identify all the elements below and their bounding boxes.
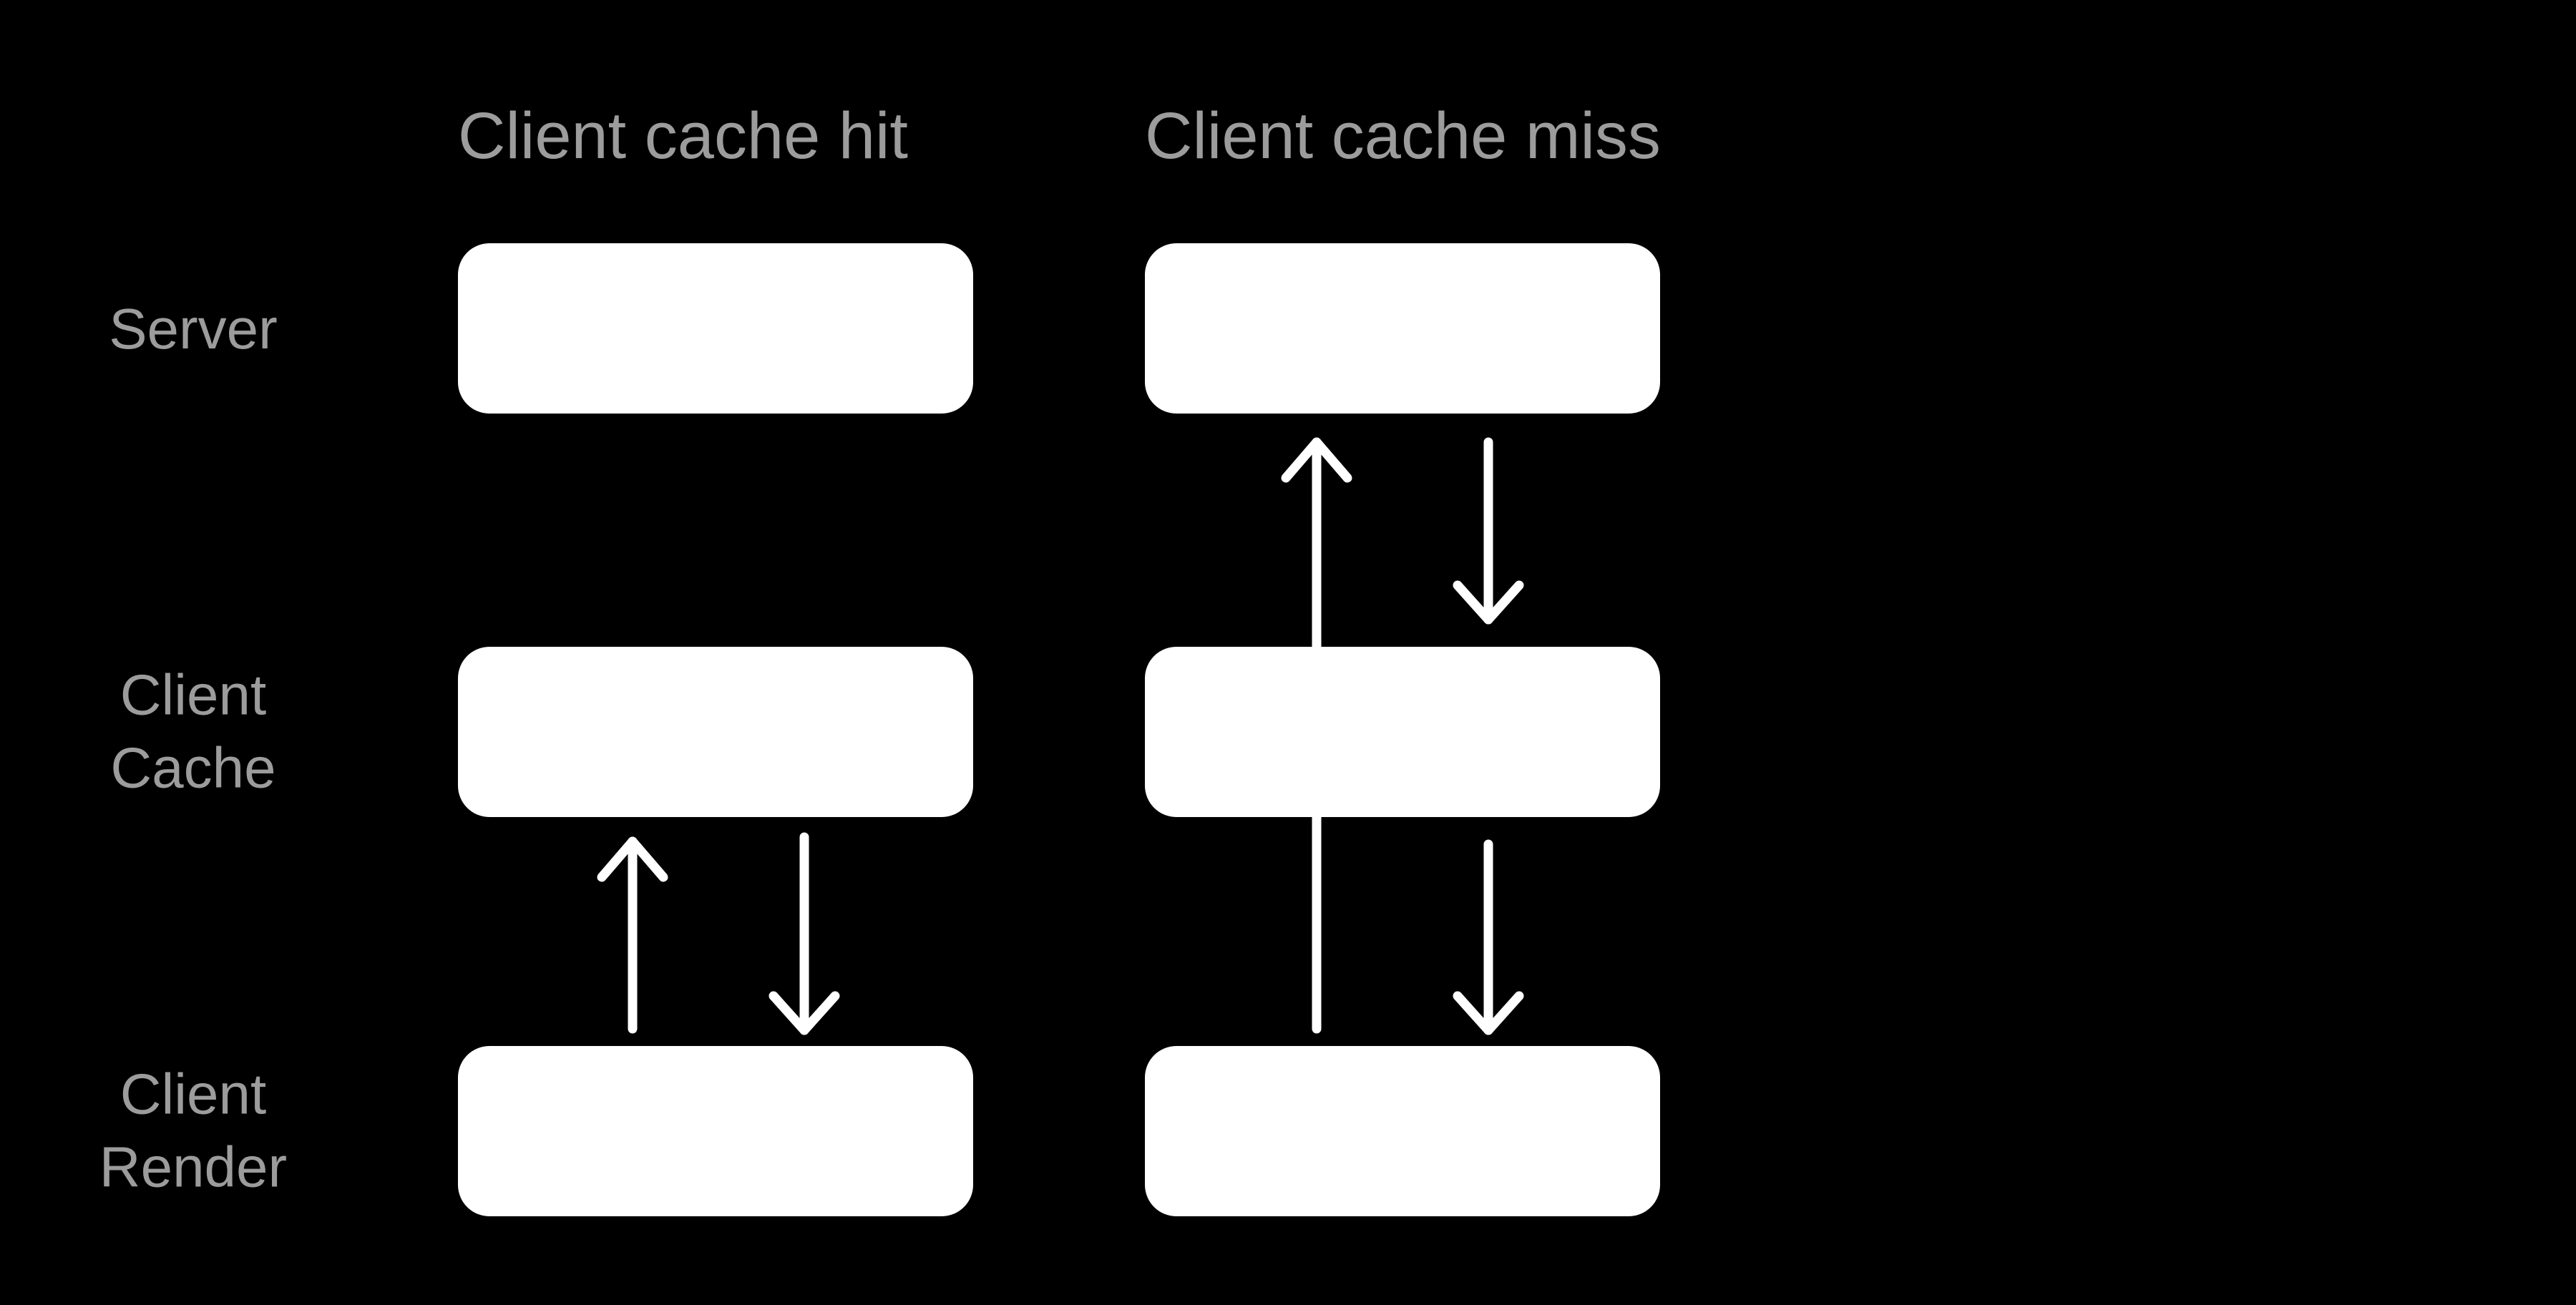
column-title-cache-miss: Client cache miss: [1145, 99, 1661, 172]
box-cache-miss-client-render: [1145, 1046, 1660, 1216]
box-cache-hit-client-render: [458, 1046, 973, 1216]
row-label-server: Server: [109, 297, 278, 361]
arrow-down-server-to-cache-miss: [1453, 437, 1524, 625]
box-cache-hit-server: [458, 243, 973, 414]
column-title-cache-hit: Client cache hit: [458, 99, 908, 172]
box-cache-miss-client-cache: [1145, 647, 1660, 817]
row-label-client-render: Client Render: [99, 1062, 288, 1198]
box-cache-miss-server: [1145, 243, 1660, 414]
arrow-down-cache-to-render-miss: [1453, 839, 1524, 1035]
arrow-up-render-to-cache-hit: [597, 836, 668, 1034]
box-cache-hit-client-cache: [458, 647, 973, 817]
arrow-down-cache-to-render-hit: [769, 832, 840, 1035]
row-label-client-cache: Client Cache: [110, 663, 276, 799]
